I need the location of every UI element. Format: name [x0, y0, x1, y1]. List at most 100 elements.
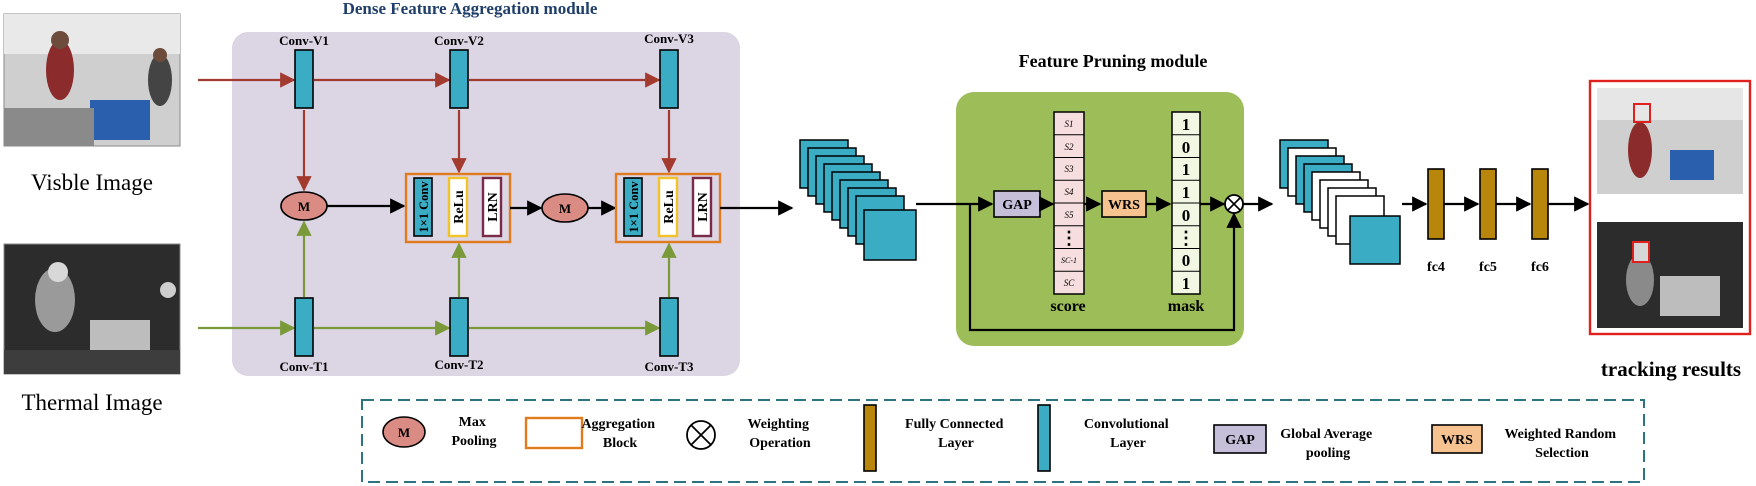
legend-conv-line2: Layer	[1110, 436, 1146, 451]
legend-max-pooling-text: Max Pooling	[451, 415, 496, 449]
conv-v2-label: Conv-V2	[434, 33, 484, 48]
score-cell-5: S5	[1065, 210, 1075, 220]
fc5-label: fc5	[1479, 260, 1497, 275]
conv-t3-layer	[659, 297, 679, 357]
agg1-relu-label: ReLu	[452, 190, 467, 224]
score-vector: S1 S2 S3 S4 S5 ⋮ SC-1 SC	[1053, 111, 1085, 295]
legend-weighting-icon	[686, 420, 716, 450]
legend-max-pool-icon-label: M	[398, 425, 410, 440]
legend-wrs-line2: Selection	[1535, 446, 1589, 461]
score-cell-ellipsis: ⋮	[1060, 228, 1078, 248]
conv-t2-label: Conv-T2	[434, 357, 483, 372]
score-cell-c: SC	[1064, 278, 1076, 288]
agg1-conv-label: 1×1 Conv	[417, 181, 431, 233]
legend-wrs-icon	[1431, 424, 1483, 454]
legend-gap-text: Global Average pooling	[1280, 427, 1375, 461]
legend-aggregation-icon	[524, 416, 584, 450]
mask-cell-1: 1	[1182, 115, 1191, 134]
wrs-node-label: WRS	[1108, 198, 1140, 213]
agg2-conv-label: 1×1 Conv	[627, 181, 641, 233]
legend-aggregation-text: Aggregation Block	[581, 417, 658, 451]
legend-weighting-text: Weighting Operation	[748, 417, 813, 451]
weighting-operation-node	[1224, 194, 1244, 214]
mask-cell-3: 1	[1182, 160, 1191, 179]
max-pool-2-label: M	[559, 201, 571, 216]
tracking-result-visible	[1597, 88, 1743, 194]
agg2-conv1x1	[623, 177, 643, 237]
conv-v3-label: Conv-V3	[644, 31, 694, 46]
legend-fc-line2: Layer	[938, 436, 974, 451]
legend-weighting-line2: Operation	[749, 436, 811, 451]
conv-v3-layer	[659, 49, 679, 109]
conv-t1-label: Conv-T1	[279, 359, 328, 374]
conv-t1-layer	[294, 297, 314, 357]
tracking-result-thermal	[1597, 222, 1743, 328]
mask-vector: 1 0 1 1 0 ⋮ 0 1	[1171, 111, 1201, 295]
conv-t2-layer	[449, 297, 469, 357]
score-cell-1: S1	[1065, 119, 1074, 129]
mask-cell-c-1: 0	[1182, 251, 1191, 270]
skip-connection-arrow	[968, 204, 1242, 332]
mask-cell-c: 1	[1182, 274, 1191, 293]
legend-conv-text: Convolutional Layer	[1084, 417, 1172, 451]
legend-fc-icon	[863, 404, 877, 472]
thermal-image-caption: Thermal Image	[21, 390, 162, 415]
agg2-relu-label: ReLu	[662, 190, 677, 224]
legend-fc-text: Fully Connected Layer	[905, 417, 1007, 451]
mask-label: mask	[1168, 298, 1205, 315]
legend-max-pooling-line1: Max	[459, 415, 486, 430]
legend-max-pooling-line2: Pooling	[451, 434, 496, 449]
legend-weighting-line1: Weighting	[748, 417, 809, 432]
tracking-results-label: tracking results	[1601, 357, 1741, 381]
aggregation-block-2: 1×1 Conv ReLu LRN	[614, 172, 722, 244]
feature-map-stack-1	[799, 139, 917, 261]
legend-wrs-line1: Weighted Random	[1504, 427, 1616, 442]
mask-cell-2: 0	[1182, 138, 1191, 157]
aggregation-block-1: 1×1 Conv ReLu LRN	[404, 172, 512, 244]
fc6-layer	[1531, 168, 1549, 240]
fc4-layer	[1427, 168, 1445, 240]
legend-fc-line1: Fully Connected	[905, 417, 1004, 432]
legend-gap-icon	[1213, 424, 1267, 454]
agg1-relu	[447, 176, 469, 238]
legend-conv-icon	[1037, 404, 1051, 472]
gap-node-label: GAP	[1002, 198, 1032, 213]
score-cell-c-1: SC-1	[1061, 256, 1077, 265]
score-label: score	[1050, 298, 1085, 315]
score-cell-4: S4	[1065, 187, 1075, 197]
visible-image-caption: Visble Image	[31, 170, 153, 195]
fp-module-title: Feature Pruning module	[1019, 51, 1208, 71]
score-cell-3: S3	[1065, 164, 1075, 174]
legend-wrs-text: Weighted Random Selection	[1504, 427, 1619, 461]
legend-gap-icon-label: GAP	[1225, 433, 1255, 448]
agg1-conv1x1	[413, 177, 433, 237]
legend-gap-line1: Global Average	[1280, 427, 1372, 442]
mask-cell-4: 1	[1182, 183, 1191, 202]
thermal-image	[3, 243, 181, 375]
dfa-module-title: Dense Feature Aggregation module	[343, 0, 598, 18]
agg1-lrn-label: LRN	[486, 192, 501, 222]
conv-t3-label: Conv-T3	[644, 359, 694, 374]
feature-map-stack-2	[1279, 139, 1401, 265]
legend-conv-line1: Convolutional	[1084, 417, 1169, 432]
conv-v1-layer	[294, 49, 314, 109]
legend-max-pool-icon	[382, 416, 426, 448]
agg2-relu	[657, 176, 679, 238]
legend-gap-line2: pooling	[1306, 446, 1350, 461]
mask-cell-5: 0	[1182, 206, 1191, 225]
fc5-layer	[1479, 168, 1497, 240]
conv-v1-label: Conv-V1	[279, 33, 329, 48]
wrs-node	[1101, 190, 1147, 218]
legend-wrs-icon-label: WRS	[1441, 433, 1473, 448]
agg2-lrn	[691, 176, 713, 238]
visible-image	[3, 13, 181, 147]
score-cell-2: S2	[1065, 142, 1075, 152]
agg2-lrn-label: LRN	[696, 192, 711, 222]
fc4-label: fc4	[1427, 260, 1445, 275]
fc6-label: fc6	[1531, 260, 1549, 275]
agg1-lrn	[481, 176, 503, 238]
conv-v2-layer	[449, 49, 469, 109]
max-pool-1-label: M	[298, 199, 310, 214]
mask-cell-ellipsis: ⋮	[1177, 228, 1195, 248]
